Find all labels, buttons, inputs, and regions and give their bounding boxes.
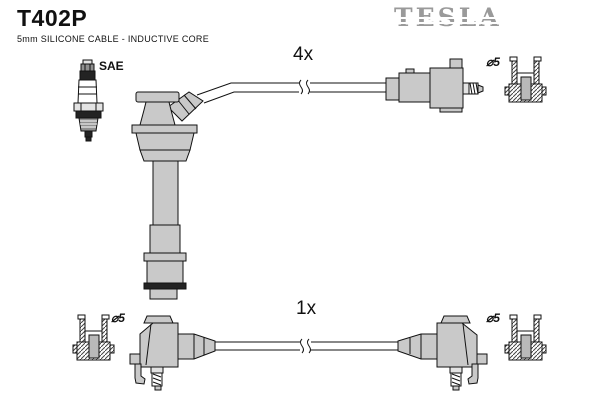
diameter-label-bottom-left: ⌀5 — [111, 311, 125, 325]
distributor-connector-left — [129, 315, 216, 391]
terminal-cross-section-bottom-right — [504, 314, 547, 361]
sae-label: SAE — [99, 59, 124, 73]
logo-slit — [390, 22, 500, 24]
logo-slit — [390, 17, 500, 19]
coil-boot-drawing — [131, 91, 204, 300]
product-subtitle: 5mm SILICONE CABLE - INDUCTIVE CORE — [17, 34, 210, 44]
bottom-cable-drawing — [215, 338, 398, 354]
quantity-label-bottom: 1x — [296, 298, 317, 319]
terminal-cross-section-top — [504, 56, 547, 103]
diameter-label-top: ⌀5 — [486, 55, 500, 69]
terminal-cross-section-bottom-left — [72, 314, 115, 361]
distributor-connector-right — [397, 315, 488, 391]
spark-plug-drawing — [73, 59, 104, 142]
part-number: T402P — [17, 5, 88, 31]
top-cable-drawing — [196, 79, 387, 104]
diameter-label-bottom-right: ⌀5 — [486, 311, 500, 325]
tesla-logo: TESLA — [390, 4, 500, 34]
coil-connector-drawing — [385, 58, 484, 113]
quantity-label-top: 4x — [293, 44, 314, 65]
